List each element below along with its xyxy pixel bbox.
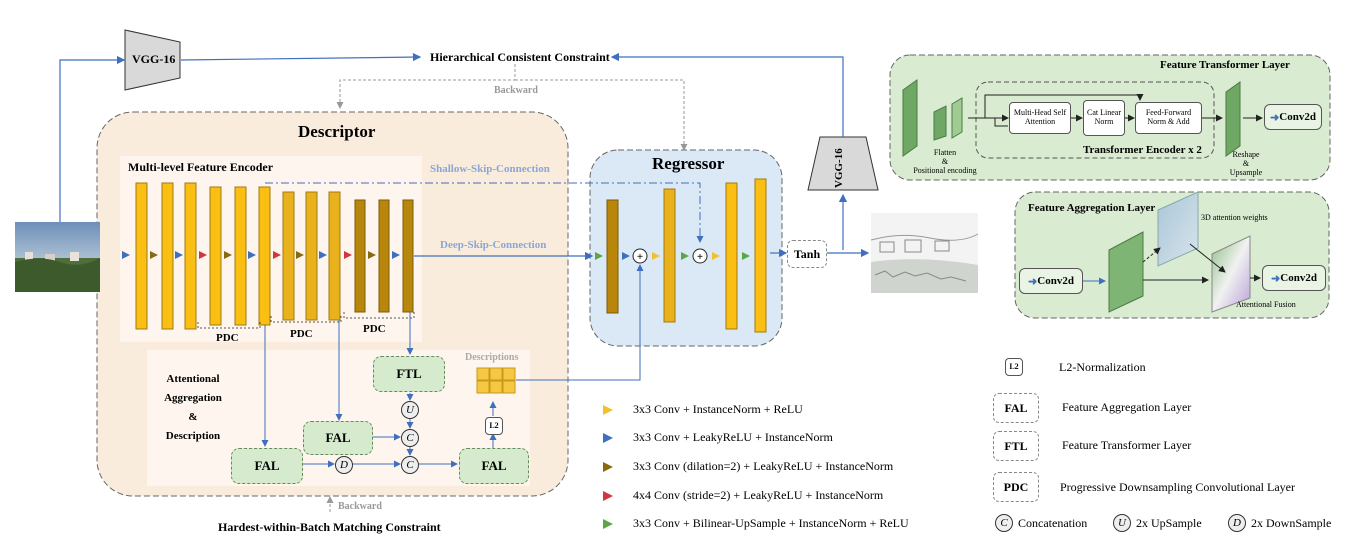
vgg-label-left: VGG-16	[132, 52, 176, 66]
svg-text:+: +	[697, 251, 703, 263]
backward-bottom: Backward	[338, 501, 382, 512]
legend-concat-text: Concatenation	[1018, 516, 1088, 530]
transformer-encoder-label: Transformer Encoder x 2	[1083, 144, 1202, 156]
legend-arrow-brown	[603, 462, 613, 472]
legend-ftl-key: FTL	[993, 431, 1039, 461]
pdc-label-3: PDC	[363, 323, 386, 335]
legend-arrow-text-5: 3x3 Conv + Bilinear-UpSample + InstanceN…	[633, 516, 909, 530]
fal-node-right: FAL	[459, 448, 529, 484]
aad-title-line-2: Aggregation	[164, 392, 222, 404]
legend-arrow-blue	[603, 433, 613, 443]
attentional-fusion-label: Attentional Fusion	[1236, 300, 1296, 309]
pdc-label-1: PDC	[216, 332, 239, 344]
fal-conv2d-in: ➜Conv2d	[1019, 268, 1083, 294]
regressor-title: Regressor	[652, 154, 725, 173]
legend-arrow-text-1: 3x3 Conv + InstanceNorm + ReLU	[633, 402, 803, 416]
svg-text:+: +	[637, 251, 643, 263]
aad-title-line-4: Description	[165, 430, 221, 442]
fal-node-mid: FAL	[303, 421, 373, 455]
tanh-node: Tanh	[787, 240, 827, 268]
legend-arrow-yellow	[603, 405, 613, 415]
flatten-label: Flatten & Positional encoding	[910, 148, 980, 175]
vgg-trapezoid-left	[124, 29, 181, 91]
legend-downsample-icon: D	[1228, 514, 1246, 532]
legend-fal-text: Feature Aggregation Layer	[1062, 400, 1192, 414]
feed-forward-block: Feed-Forward Norm & Add	[1135, 102, 1202, 134]
concat-op-icon-upper: C	[401, 429, 419, 447]
legend-ftl-text: Feature Transformer Layer	[1062, 438, 1192, 452]
reshape-line-1: Reshape	[1232, 150, 1260, 159]
fal-conv2d-in-arrow-icon: ➜	[1028, 275, 1038, 288]
downsample-op-icon: D	[335, 456, 353, 474]
bottom-constraint: Hardest-within-Batch Matching Constraint	[218, 520, 441, 534]
aad-title-line-3: &	[188, 411, 198, 423]
regressor-container	[589, 149, 783, 347]
fal-conv2d-out-label: Conv2d	[1280, 272, 1317, 284]
regressor-bars	[606, 178, 767, 333]
flatten-line-2: &	[941, 157, 949, 166]
flatten-line-1: Flatten	[933, 148, 957, 157]
legend-l2-key: L2	[1005, 358, 1023, 376]
ftl-conv2d: ➜Conv2d	[1264, 104, 1322, 130]
legend-concat-icon: C	[995, 514, 1013, 532]
encoder-title: Multi-level Feature Encoder	[128, 160, 274, 174]
legend-arrow-text-4: 4x4 Conv (stride=2) + LeakyReLU + Instan…	[633, 488, 884, 502]
cat-linear-norm-block: Cat Linear Norm	[1083, 100, 1125, 136]
reshape-line-2: &	[1242, 159, 1250, 168]
top-constraint: Hierarchical Consistent Constraint	[430, 50, 610, 64]
legend-l2-text: L2-Normalization	[1059, 360, 1146, 374]
legend-downsample-text: 2x DownSample	[1251, 516, 1332, 530]
attention-weights-label: 3D attention weights	[1201, 213, 1268, 222]
ftl-conv2d-arrow-icon: ➜	[1270, 111, 1280, 124]
descriptions-label: Descriptions	[465, 352, 519, 363]
backward-top: Backward	[494, 85, 538, 96]
fal-conv2d-out-arrow-icon: ➜	[1271, 272, 1281, 285]
reshape-label: Reshape & Upsample	[1222, 150, 1270, 177]
legend-arrow-text-2: 3x3 Conv + LeakyReLU + InstanceNorm	[633, 430, 833, 444]
descriptions-grid	[476, 367, 516, 394]
ftl-panel-title: Feature Transformer Layer	[1160, 59, 1290, 71]
shallow-skip-label: Shallow-Skip-Connection	[430, 163, 550, 175]
encoder-bars	[135, 182, 414, 330]
aad-title-line-1: Attentional	[166, 373, 220, 385]
vgg-label-right: VGG-16	[833, 148, 845, 188]
l2-node: L2	[485, 417, 503, 435]
fal-conv2d-out: ➜Conv2d	[1262, 265, 1326, 291]
aad-title: Attentional Aggregation & Description	[160, 370, 226, 446]
legend-upsample-text: 2x UpSample	[1136, 516, 1202, 530]
fal-panel-title: Feature Aggregation Layer	[1028, 202, 1156, 214]
mha-block: Multi-Head Self Attention	[1009, 102, 1071, 134]
pdc-label-2: PDC	[290, 328, 313, 340]
concat-op-icon-lower: C	[401, 456, 419, 474]
legend-arrow-green	[603, 519, 613, 529]
flatten-line-3: Positional encoding	[913, 166, 977, 175]
fal-conv2d-in-label: Conv2d	[1037, 275, 1074, 287]
legend-upsample-icon: U	[1113, 514, 1131, 532]
vgg-trapezoid-right	[807, 136, 879, 191]
output-image	[870, 213, 979, 293]
input-image	[15, 222, 100, 292]
legend-pdc-text: Progressive Downsampling Convolutional L…	[1060, 480, 1295, 494]
ftl-node: FTL	[373, 356, 445, 392]
legend-fal-key: FAL	[993, 393, 1039, 423]
upsample-op-icon: U	[401, 401, 419, 419]
encoder-arrows	[122, 251, 400, 259]
legend-arrow-red	[603, 491, 613, 501]
descriptor-title: Descriptor	[298, 122, 376, 141]
legend-arrow-text-3: 3x3 Conv (dilation=2) + LeakyReLU + Inst…	[633, 459, 894, 473]
legend-pdc-key: PDC	[993, 472, 1039, 502]
reshape-line-3: Upsample	[1229, 168, 1263, 177]
deep-skip-label: Deep-Skip-Connection	[440, 239, 547, 251]
fal-node-left: FAL	[231, 448, 303, 484]
ftl-conv2d-label: Conv2d	[1279, 111, 1316, 123]
